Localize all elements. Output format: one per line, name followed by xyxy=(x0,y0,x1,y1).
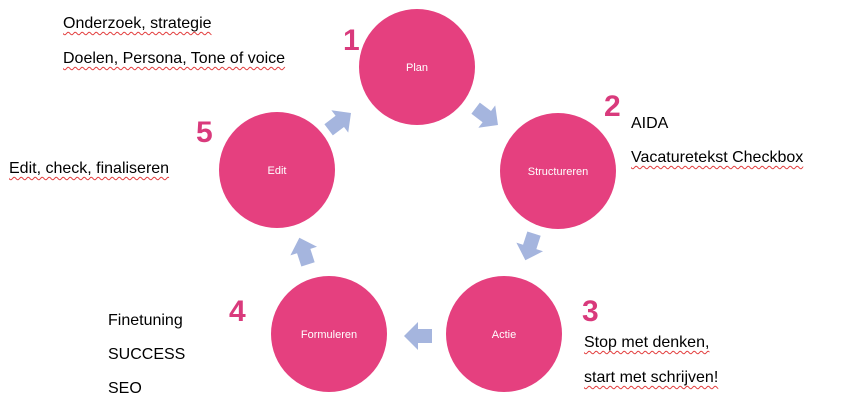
note-structureren-2: Vacaturetekst Checkbox xyxy=(631,149,804,166)
note-formuleren-2: SUCCESS xyxy=(108,346,186,363)
node-structureren: Structureren xyxy=(500,113,616,229)
note-formuleren-3: SEO xyxy=(108,380,142,397)
note-edit-1: Edit, check, finaliseren xyxy=(9,160,170,177)
note-plan-2: Doelen, Persona, Tone of voice xyxy=(63,50,286,67)
step-number-1: 1 xyxy=(343,24,360,57)
note-actie-2: start met schrijven! xyxy=(584,369,719,386)
node-label-structureren: Structureren xyxy=(528,166,589,178)
node-label-plan: Plan xyxy=(406,62,428,74)
arrow-edit-to-plan xyxy=(324,110,351,136)
node-edit: Edit xyxy=(219,112,335,228)
note-formuleren-1: Finetuning xyxy=(108,312,183,329)
node-label-formuleren: Formuleren xyxy=(301,329,357,341)
node-formuleren: Formuleren xyxy=(271,276,387,392)
node-label-edit: Edit xyxy=(268,165,287,177)
node-label-actie: Actie xyxy=(492,329,516,341)
arrow-formuleren-to-edit xyxy=(290,237,318,267)
step-number-3: 3 xyxy=(582,295,599,328)
step-number-2: 2 xyxy=(604,90,621,123)
arrow-actie-to-formuleren xyxy=(404,322,432,350)
note-structureren-1: AIDA xyxy=(631,115,669,132)
node-actie: Actie xyxy=(446,276,562,392)
note-actie-1: Stop met denken, xyxy=(584,334,710,351)
step-number-4: 4 xyxy=(229,295,246,328)
arrow-plan-to-structureren xyxy=(471,102,498,128)
step-number-5: 5 xyxy=(196,116,213,149)
node-plan: Plan xyxy=(359,9,475,125)
note-plan-1: Onderzoek, strategie xyxy=(63,15,212,32)
arrow-structureren-to-actie xyxy=(516,231,544,261)
